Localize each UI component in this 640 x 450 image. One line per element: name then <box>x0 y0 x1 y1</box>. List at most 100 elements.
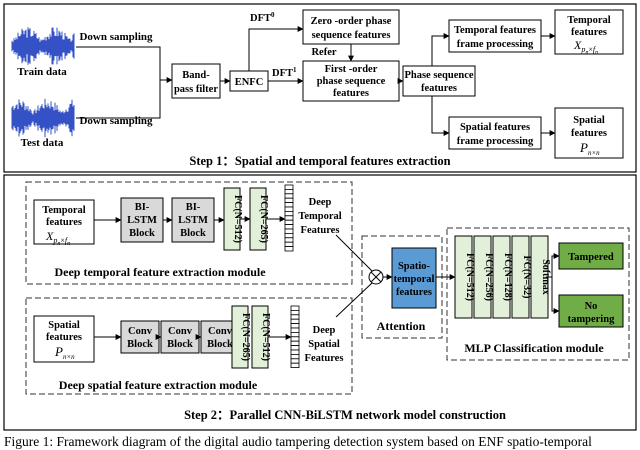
vector-cell <box>290 318 300 325</box>
phase-sequence-box <box>402 65 476 97</box>
temporal-module-frame <box>25 181 353 285</box>
vector-cell <box>290 358 300 364</box>
train-waveform <box>11 27 75 65</box>
temporal-features-label-2: features <box>571 27 607 38</box>
vector-cell <box>290 323 300 329</box>
spatial-frame-label-2: frame processing <box>457 136 534 147</box>
temporal-features-box <box>554 9 624 55</box>
vector-cell <box>284 188 294 195</box>
spatial-features-label-1: Spatial <box>573 115 605 126</box>
bilstm-2-label-2: LSTM <box>178 215 208 226</box>
spatial-output-vector <box>290 305 300 369</box>
framework-diagram: Train data Test data Down sampling Down … <box>3 3 637 431</box>
deep-temporal-label-1: Deep <box>309 197 332 208</box>
vector-cell <box>290 314 300 320</box>
step2-panel <box>3 174 637 431</box>
multiply-cross-2 <box>370 271 382 283</box>
figure-caption: Figure 1: Framework diagram of the digit… <box>4 434 592 449</box>
step1-title: Step 1：Spatial and temporal features ext… <box>189 154 450 168</box>
bilstm-2-label-3: Block <box>180 228 206 239</box>
train-arrow <box>76 46 173 83</box>
temporal-features-symbol: Xpn×fn <box>573 38 598 56</box>
bilstm-1-label-3: Block <box>129 228 155 239</box>
bilstm-2-label-1: BI- <box>186 202 201 213</box>
conv-block-2 <box>160 320 200 354</box>
fc265-temporal-label: FC(N=265) <box>258 195 269 243</box>
vector-cell <box>284 219 294 225</box>
spatio-label-1: Spatio- <box>398 261 431 272</box>
vector-cell <box>284 215 294 221</box>
vector-cell <box>284 210 294 217</box>
down-sampling-label-bottom: Down sampling <box>79 115 153 127</box>
dft0-label: DFT0 <box>250 11 275 24</box>
vector-cell <box>290 336 300 342</box>
spatial-frame-label-1: Spatial features <box>460 122 530 133</box>
mlp-layer-block <box>454 235 473 319</box>
deep-temporal-module-title: Deep temporal feature extraction module <box>54 265 266 279</box>
vector-cell <box>290 327 300 333</box>
tampered-label: Tampered <box>568 252 614 263</box>
mlp-layer-label: FC(N=32) <box>521 256 532 299</box>
temporal-frame-box <box>448 19 542 53</box>
step2-title: Step 2：Parallel CNN-BiLSTM network model… <box>184 408 506 422</box>
dft1-label: DFT1 <box>272 66 297 79</box>
enfc-label: ENFC <box>235 77 264 88</box>
deep-temporal-label-2: Temporal <box>298 211 341 222</box>
dft0-arrow <box>248 26 304 71</box>
bandpass-filter-box <box>171 63 221 99</box>
temporal-features-label-1: Temporal <box>567 15 610 26</box>
vector-cell <box>284 184 294 190</box>
mlp-layer-label: FC(N=128) <box>502 253 513 301</box>
refer-label: Refer <box>311 47 336 58</box>
vector-cell <box>290 331 300 338</box>
first-order-label-1: First -order <box>325 64 378 75</box>
phase-to-spatial-arrow <box>431 96 450 136</box>
mlp-layer-block <box>492 235 511 319</box>
mlp-layers: FC(N=512)FC(N=256)FC(N=128)FC(N=32)Softm… <box>454 235 551 319</box>
mlp-layer-block <box>511 235 530 319</box>
mlp-frame <box>446 227 630 361</box>
spatio-label-2: temporal <box>394 274 435 285</box>
vector-cell <box>284 237 294 243</box>
spatio-label-3: features <box>396 287 432 298</box>
mlp-layer-label: FC(N=512) <box>464 253 475 301</box>
temporal-to-attention-line <box>335 234 373 272</box>
vector-cell <box>290 362 300 369</box>
down-sampling-label-top: Down sampling <box>79 31 153 43</box>
deep-temporal-label-3: Features <box>301 225 340 236</box>
temporal-input-box <box>33 199 95 245</box>
first-order-label-3: features <box>333 88 369 99</box>
vector-cell <box>284 241 294 247</box>
vector-cell <box>284 202 294 208</box>
no-tampering-label-2: tampering <box>568 314 615 325</box>
vector-cell <box>290 305 300 311</box>
attention-title: Attention <box>377 319 426 333</box>
spatial-input-box <box>33 315 95 363</box>
deep-spatial-module-title: Deep spatial feature extraction module <box>59 378 258 392</box>
spatial-to-attention-line <box>335 282 373 318</box>
waveform-trace <box>11 98 75 138</box>
zero-order-label-1: Zero -order phase <box>311 16 392 27</box>
waveform-trace <box>11 27 75 65</box>
spatial-input-label-1: Spatial <box>48 320 80 331</box>
fc265-spatial-block <box>231 305 249 369</box>
phase-sequence-label-2: features <box>421 83 457 94</box>
step1-panel <box>3 3 637 173</box>
conv-2-label-1: Conv <box>168 326 193 337</box>
test-waveform <box>11 98 75 138</box>
spatio-temporal-box <box>391 247 437 309</box>
softmax-to-no-tampering-arrow <box>551 277 560 314</box>
bilstm-1-label-1: BI- <box>135 202 150 213</box>
no-tampering-label-1: No <box>585 301 598 312</box>
zero-order-label-2: sequence features <box>312 30 391 41</box>
train-data-label: Train data <box>17 66 67 78</box>
attention-frame <box>361 235 443 339</box>
mlp-layer-label: Softmax <box>540 259 551 295</box>
deep-spatial-label-2: Spatial <box>308 339 340 350</box>
vector-cell <box>284 246 294 252</box>
deep-spatial-label-1: Deep <box>313 325 336 336</box>
temporal-input-symbol: Xpn×fn <box>45 229 70 247</box>
temporal-input-label-2: features <box>46 217 82 228</box>
fc512-temporal-label: FC(N=512) <box>232 195 243 243</box>
temporal-frame-label-2: frame processing <box>457 39 534 50</box>
